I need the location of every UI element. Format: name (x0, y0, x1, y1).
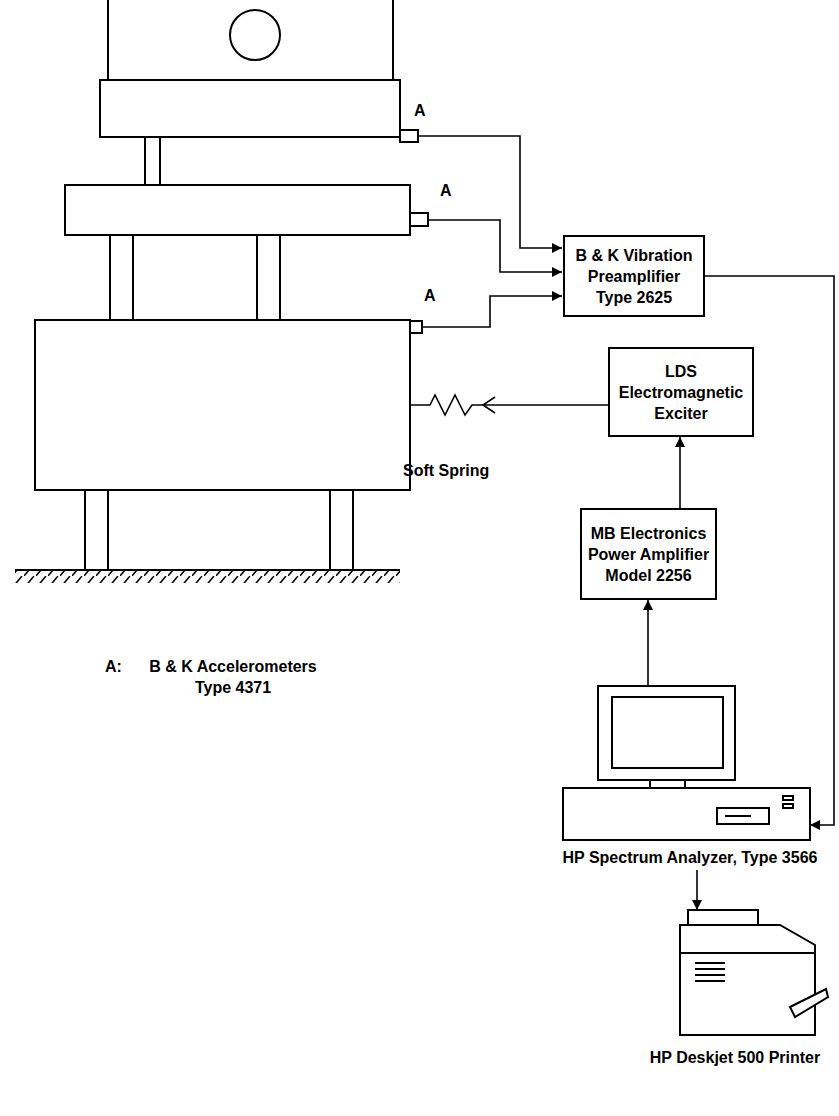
sensor-wire (418, 136, 562, 248)
printer: HP Deskjet 500 Printer (640, 895, 830, 1068)
device-label: HP Spectrum Analyzer, Type 3566 (545, 847, 835, 868)
preamplifier-box: B & K Vibration Preamplifier Type 2625 (563, 235, 705, 317)
monitor (598, 686, 735, 780)
spring-label: Soft Spring (403, 460, 513, 481)
printer-seam (680, 952, 815, 954)
accelerometer-tag: A (424, 285, 444, 306)
spring-chevron (483, 397, 495, 413)
box-text: B & K Vibration Preamplifier Type 2625 (568, 245, 700, 308)
sensor-wire (428, 220, 562, 272)
monitor-stand (650, 780, 685, 788)
screen (612, 697, 723, 768)
bottom-floor (35, 320, 410, 490)
column (257, 235, 280, 320)
box-text: MB Electronics Power Amplifier Model 225… (585, 523, 712, 586)
top-floor (100, 80, 400, 137)
accelerometer (410, 213, 428, 226)
soft-spring (410, 395, 608, 415)
device-label: HP Deskjet 500 Printer (640, 1047, 830, 1068)
printer-body (680, 925, 815, 1035)
exciter-box: LDS Electromagnetic Exciter (608, 347, 754, 437)
leg (85, 490, 108, 570)
power-amplifier-box: MB Electronics Power Amplifier Model 225… (580, 508, 717, 600)
paper-feed (688, 910, 758, 925)
drive-slot-line (725, 815, 751, 817)
middle-floor (65, 185, 410, 235)
accelerometer (400, 130, 418, 142)
signal-connector (696, 870, 698, 910)
computer-base (563, 788, 810, 840)
indicator (783, 796, 793, 800)
leg (330, 490, 353, 570)
column (145, 137, 160, 185)
indicator (783, 804, 793, 808)
signal-connector (679, 437, 681, 508)
legend-key: A: (105, 656, 135, 677)
accelerometer (410, 321, 422, 333)
drive-slot (717, 808, 769, 824)
ground-hatching (15, 571, 400, 583)
vessel-wall (107, 0, 109, 80)
legend-text: B & K Accelerometers Type 4371 (133, 656, 333, 698)
vessel-wall (392, 0, 394, 80)
computer-illustration (545, 680, 835, 845)
spectrum-analyzer: HP Spectrum Analyzer, Type 3566 (545, 680, 835, 868)
vessel-circle (230, 10, 280, 60)
printer-illustration (640, 895, 830, 1045)
sensor-wire (422, 296, 562, 327)
column (110, 235, 133, 320)
ground-line (15, 569, 400, 571)
vent-lines (695, 963, 725, 981)
box-text: LDS Electromagnetic Exciter (613, 361, 749, 424)
signal-connector (647, 600, 649, 686)
accelerometer-tag: A (440, 180, 460, 201)
accelerometer-tag: A (414, 100, 434, 121)
output-tray (790, 989, 828, 1017)
